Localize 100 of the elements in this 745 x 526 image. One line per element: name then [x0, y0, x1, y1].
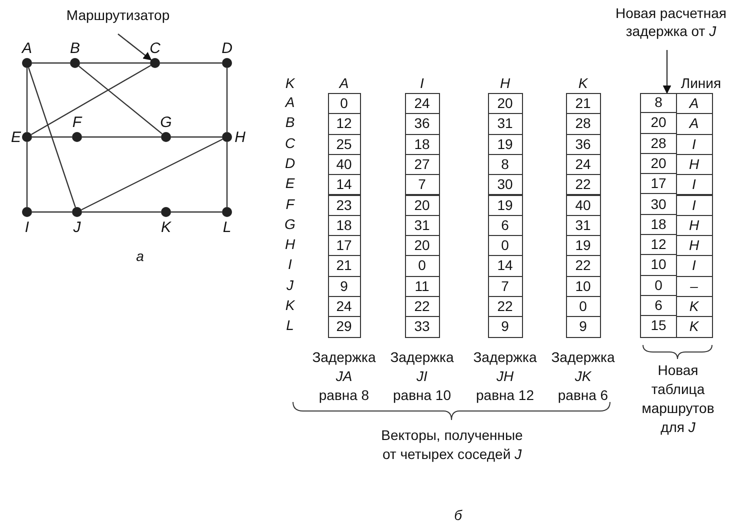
leader-arrow — [118, 34, 152, 60]
row-label: B — [284, 113, 296, 132]
table-cell: 22 — [566, 174, 600, 196]
table-cell: 24 — [404, 93, 440, 114]
table-cell: 22 — [566, 255, 600, 277]
table-cell: 14 — [488, 255, 522, 277]
table-cell: 20 — [404, 194, 440, 216]
router-dot — [70, 58, 80, 68]
table-cell: 25 — [328, 134, 360, 155]
link-line — [171, 136, 222, 138]
table-cell: 22 — [404, 296, 440, 318]
router-label: L — [222, 218, 232, 236]
router-label: K — [160, 218, 172, 236]
table-cell: 14 — [328, 174, 360, 196]
table-cell: 0 — [488, 235, 522, 256]
row-label: I — [287, 255, 293, 274]
table-cell: 12 — [328, 113, 360, 135]
table-cell: 0 — [328, 93, 360, 114]
link-line — [32, 136, 72, 138]
table-cell: 31 — [404, 214, 440, 236]
router-label: H — [234, 128, 246, 146]
figure-label: б — [453, 506, 464, 525]
link-line — [28, 68, 76, 208]
column-header: I — [419, 74, 425, 93]
table-cell: 28 — [641, 134, 676, 154]
leader-arrow — [662, 50, 672, 94]
table-cell-text: 15 — [650, 316, 668, 336]
link-line — [26, 68, 28, 132]
table-cell: 18 — [328, 214, 360, 236]
row-label: C — [284, 134, 296, 153]
table-cell: 6 — [488, 214, 522, 236]
table-cell: 19 — [566, 235, 600, 256]
router-label: D — [220, 38, 234, 58]
caption: Задержка JH равна 12 — [472, 348, 538, 405]
router-dot — [72, 207, 82, 217]
router-label: F — [71, 112, 84, 132]
router-label: A — [20, 38, 33, 58]
column-header: H — [498, 74, 512, 93]
table-cell: 9 — [328, 276, 360, 297]
link-line — [82, 136, 161, 138]
table-cell: 31 — [566, 214, 600, 236]
row-label: L — [285, 316, 295, 336]
table-cell: 19 — [488, 134, 522, 155]
table-cell: 21 — [566, 93, 600, 114]
table-cell: 20 — [404, 235, 440, 256]
link-line — [32, 211, 72, 213]
table-cell: 20 — [641, 154, 676, 174]
table-cell: I — [676, 194, 712, 216]
table-cell: 19 — [488, 194, 522, 216]
row-label: H — [284, 235, 296, 254]
table-cell: 33 — [404, 316, 440, 338]
table-cell: 22 — [488, 296, 522, 318]
router-label: C — [148, 38, 162, 58]
table-cell: 21 — [328, 255, 360, 277]
router-dot — [22, 58, 32, 68]
row-label: E — [284, 174, 296, 194]
table-cell: 20 — [641, 113, 676, 134]
table-cell: I — [676, 174, 712, 196]
row-label: D — [284, 154, 296, 173]
table-cell: 10 — [641, 255, 676, 276]
table-cell: 28 — [566, 113, 600, 135]
table-cell: 11 — [404, 276, 440, 297]
link-line — [31, 64, 151, 136]
table-cell: 24 — [328, 296, 360, 318]
router-dot — [22, 207, 32, 217]
table-cell: 9 — [488, 316, 522, 338]
router-dot — [222, 207, 232, 217]
table-cell: 8 — [488, 154, 522, 176]
table-cell: 20 — [488, 93, 522, 114]
router-dot — [22, 132, 32, 142]
table-cell: 24 — [566, 154, 600, 176]
table-cell: 31 — [488, 113, 522, 135]
callout-text: Маршрутизатор — [58, 6, 178, 24]
column-header: K — [577, 74, 589, 93]
table-cell: 0 — [404, 255, 440, 277]
table-cell: 6 — [641, 296, 676, 316]
table-cell: 30 — [641, 194, 676, 215]
table-cell: 12 — [641, 235, 676, 256]
link-line — [78, 66, 162, 134]
table-cell: 8 — [641, 93, 676, 114]
link-line — [26, 142, 28, 207]
table-cell: 7 — [404, 174, 440, 196]
table-cell: 0 — [566, 296, 600, 318]
router-label: G — [159, 112, 173, 132]
column-header: A — [338, 74, 350, 93]
router-label: I — [24, 218, 30, 236]
link-line — [171, 211, 222, 213]
router-dot — [150, 58, 160, 68]
table-cell: 9 — [566, 316, 600, 338]
link-line — [81, 138, 223, 210]
table-cell: 0 — [641, 276, 676, 296]
link-line — [160, 62, 222, 64]
row-label: G — [284, 214, 296, 234]
table-cell: K — [676, 316, 712, 338]
router-label: E — [10, 128, 22, 146]
table-cell: 40 — [328, 154, 360, 176]
table-column — [640, 93, 677, 338]
row-label: F — [284, 194, 296, 214]
table-cell: 36 — [404, 113, 440, 135]
router-label: B — [68, 38, 81, 58]
